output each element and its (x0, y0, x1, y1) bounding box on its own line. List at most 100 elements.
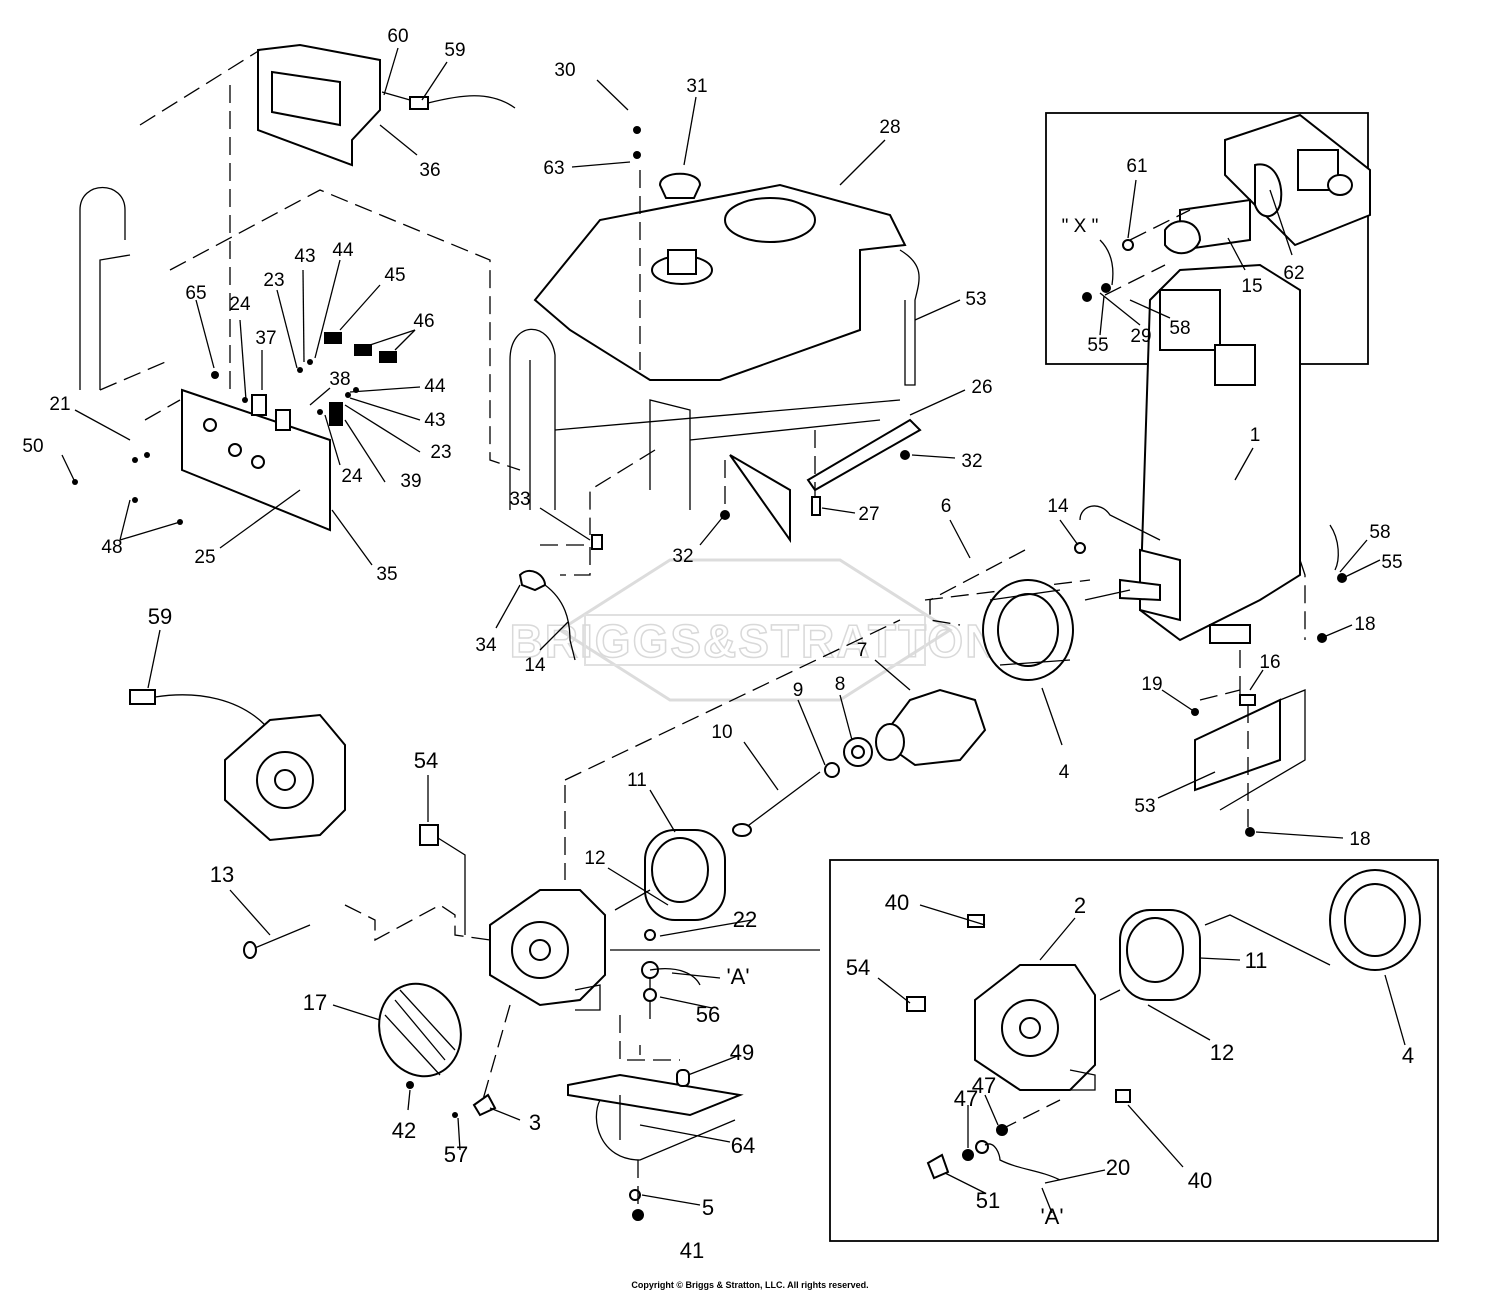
callout-54: 54 (414, 748, 438, 773)
callout-60: 60 (387, 26, 408, 47)
callout-40b: 40 (1188, 1168, 1212, 1193)
callout-65: 65 (185, 283, 206, 304)
copyright-notice: Copyright © Briggs & Stratton, LLC. All … (631, 1280, 868, 1290)
callout-11: 11 (627, 770, 647, 791)
callout-55b: 55 (1087, 335, 1108, 356)
callout-5: 5 (702, 1195, 714, 1220)
callout-A-1: 'A' (726, 964, 749, 989)
callout-61: 61 (1126, 156, 1147, 177)
callout-44: 44 (332, 240, 354, 261)
callout-43b: 43 (424, 410, 445, 431)
callout-6: 6 (941, 496, 952, 517)
callout-62: 62 (1283, 263, 1304, 284)
callout-25: 25 (194, 547, 215, 568)
callout-45: 45 (384, 265, 405, 286)
callout-55: 55 (1381, 552, 1402, 573)
callout-64: 64 (731, 1133, 755, 1158)
callout-23: 23 (263, 270, 284, 291)
alt-inset-parts (906, 869, 1421, 1181)
callout-44b: 44 (424, 376, 446, 397)
callout-8: 8 (835, 674, 846, 695)
callout-53b: 53 (1134, 796, 1155, 817)
engine-bracket (1191, 689, 1306, 837)
callout-49: 49 (730, 1040, 754, 1065)
callout-32: 32 (961, 451, 982, 472)
callout-26: 26 (971, 377, 992, 398)
alternator-adapter (982, 579, 1074, 681)
callout-14: 14 (524, 655, 546, 676)
callout-59: 59 (444, 40, 465, 61)
callout-38: 38 (329, 369, 350, 390)
callout-4: 4 (1059, 762, 1070, 783)
callout-11b: 11 (1245, 948, 1268, 973)
callout-X: " X " (1062, 216, 1099, 237)
callout-53: 53 (965, 289, 986, 310)
callout-20: 20 (1106, 1155, 1130, 1180)
callout-2: 2 (1074, 893, 1086, 918)
callout-A-2: 'A' (1040, 1204, 1063, 1229)
callout-15: 15 (1241, 276, 1262, 297)
callout-18b: 18 (1349, 829, 1370, 850)
callout-23b: 23 (430, 442, 451, 463)
callout-35: 35 (376, 564, 397, 585)
control-panel-plate (72, 332, 397, 532)
control-box (79, 43, 516, 390)
end-bell-main (243, 889, 606, 1078)
callout-48: 48 (101, 537, 122, 558)
callout-54b: 54 (846, 955, 870, 980)
callout-28: 28 (879, 117, 900, 138)
callout-leaders (61, 47, 1406, 1214)
callout-57: 57 (444, 1142, 468, 1167)
callout-12: 12 (584, 848, 605, 869)
alternator-leaders (344, 619, 901, 1111)
callout-33: 33 (509, 489, 530, 510)
engine (1074, 263, 1347, 644)
callout-34: 34 (475, 635, 497, 656)
callout-40: 40 (885, 890, 909, 915)
callout-13: 13 (210, 862, 234, 887)
rotor (732, 688, 987, 837)
callout-27: 27 (858, 504, 879, 525)
callout-31: 31 (686, 76, 707, 97)
callout-3: 3 (529, 1110, 541, 1135)
callout-labels: 60 59 36 30 31 63 28 65 24 37 23 43 44 4… (22, 26, 1414, 1263)
callout-19: 19 (1141, 674, 1162, 695)
callout-17: 17 (303, 990, 327, 1015)
callout-56: 56 (696, 1002, 720, 1027)
stator-main (644, 829, 726, 921)
watermark-text: BRIGGS&STRATTON (510, 615, 1001, 667)
callout-10: 10 (711, 722, 732, 743)
dashed-leaders-left (99, 49, 521, 471)
callout-29: 29 (1130, 326, 1151, 347)
callout-30: 30 (554, 60, 575, 81)
switch-inset-parts (1082, 113, 1371, 302)
callout-37: 37 (255, 328, 276, 349)
callout-32b: 32 (672, 546, 693, 567)
callout-1: 1 (1250, 425, 1261, 446)
callout-14b: 14 (1047, 496, 1069, 517)
frame-leaders (518, 126, 910, 661)
callout-18: 18 (1354, 614, 1375, 635)
end-bell-loose (129, 689, 439, 846)
callout-21: 21 (49, 394, 70, 415)
callout-47: 47 (954, 1086, 978, 1111)
callout-24: 24 (229, 294, 251, 315)
callout-42: 42 (392, 1118, 416, 1143)
callout-59b: 59 (148, 604, 172, 629)
callout-41: 41 (680, 1238, 704, 1263)
callout-43: 43 (294, 246, 315, 267)
callout-39: 39 (400, 471, 421, 492)
callout-24b: 24 (341, 466, 363, 487)
watermark: BRIGGS&STRATTON (509, 558, 1001, 702)
callout-46: 46 (413, 311, 434, 332)
callout-50: 50 (22, 436, 43, 457)
callout-63: 63 (543, 158, 564, 179)
callout-36: 36 (419, 160, 440, 181)
callout-9: 9 (793, 680, 804, 701)
callout-4b: 4 (1402, 1043, 1414, 1068)
callout-47b: 47 (972, 1073, 996, 1098)
frame-tube (509, 249, 922, 544)
callout-16: 16 (1259, 652, 1280, 673)
callout-51: 51 (976, 1188, 1000, 1213)
